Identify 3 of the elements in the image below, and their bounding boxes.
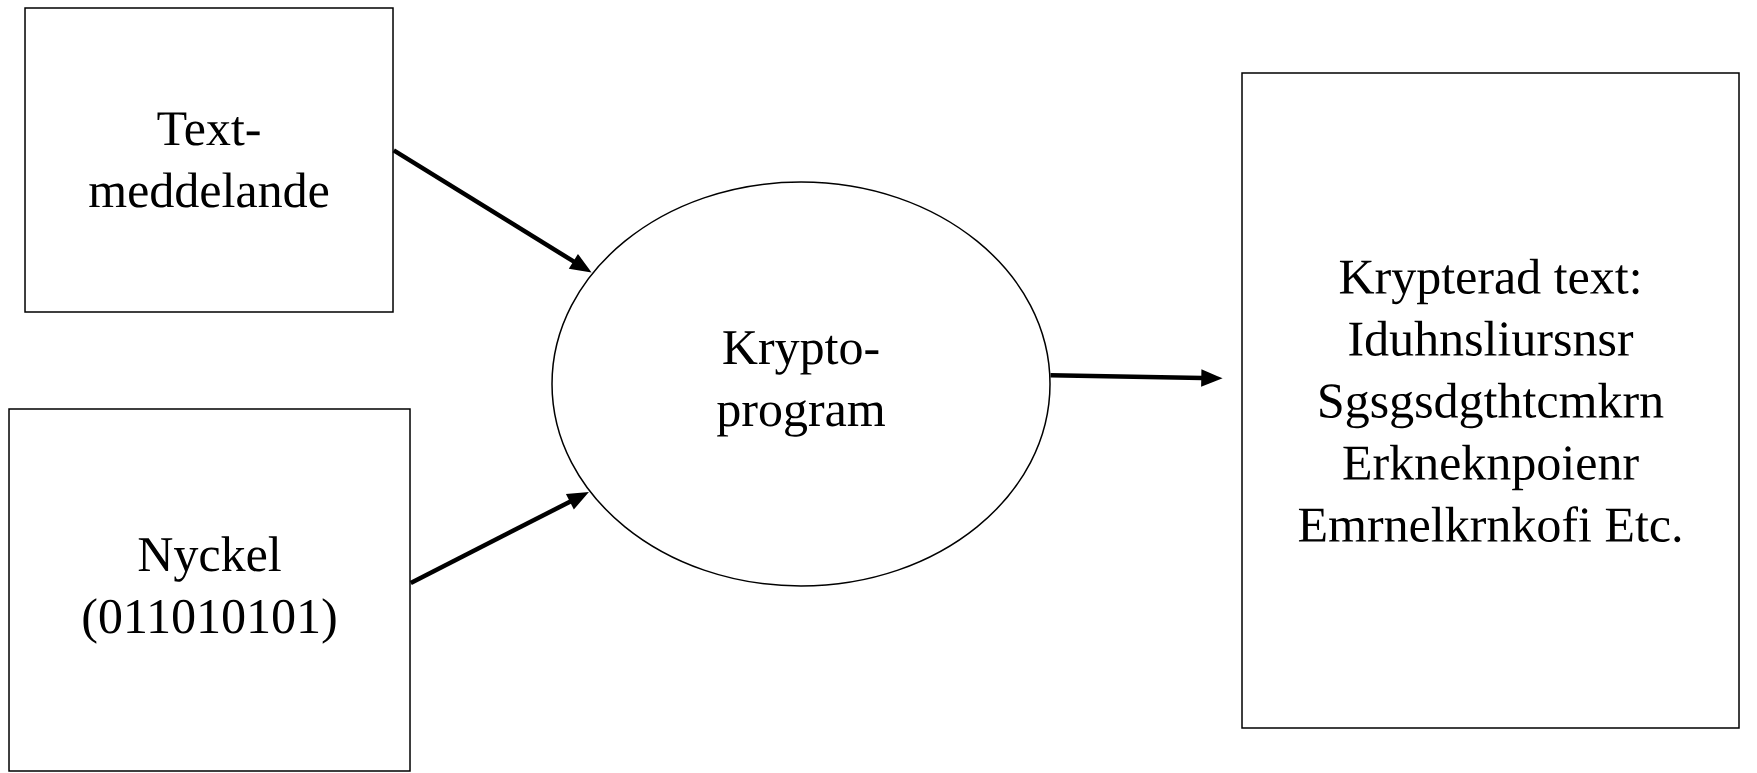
ciphertext-box: Krypterad text: Iduhnsliursnsr Sgsgsdgthtcmkrn Erkneknpoienr Emrnelkrnkofi Etc.: [1241, 72, 1740, 729]
key-box: Nyckel (011010101): [8, 408, 411, 772]
message-box: Text- meddelande: [24, 7, 394, 313]
